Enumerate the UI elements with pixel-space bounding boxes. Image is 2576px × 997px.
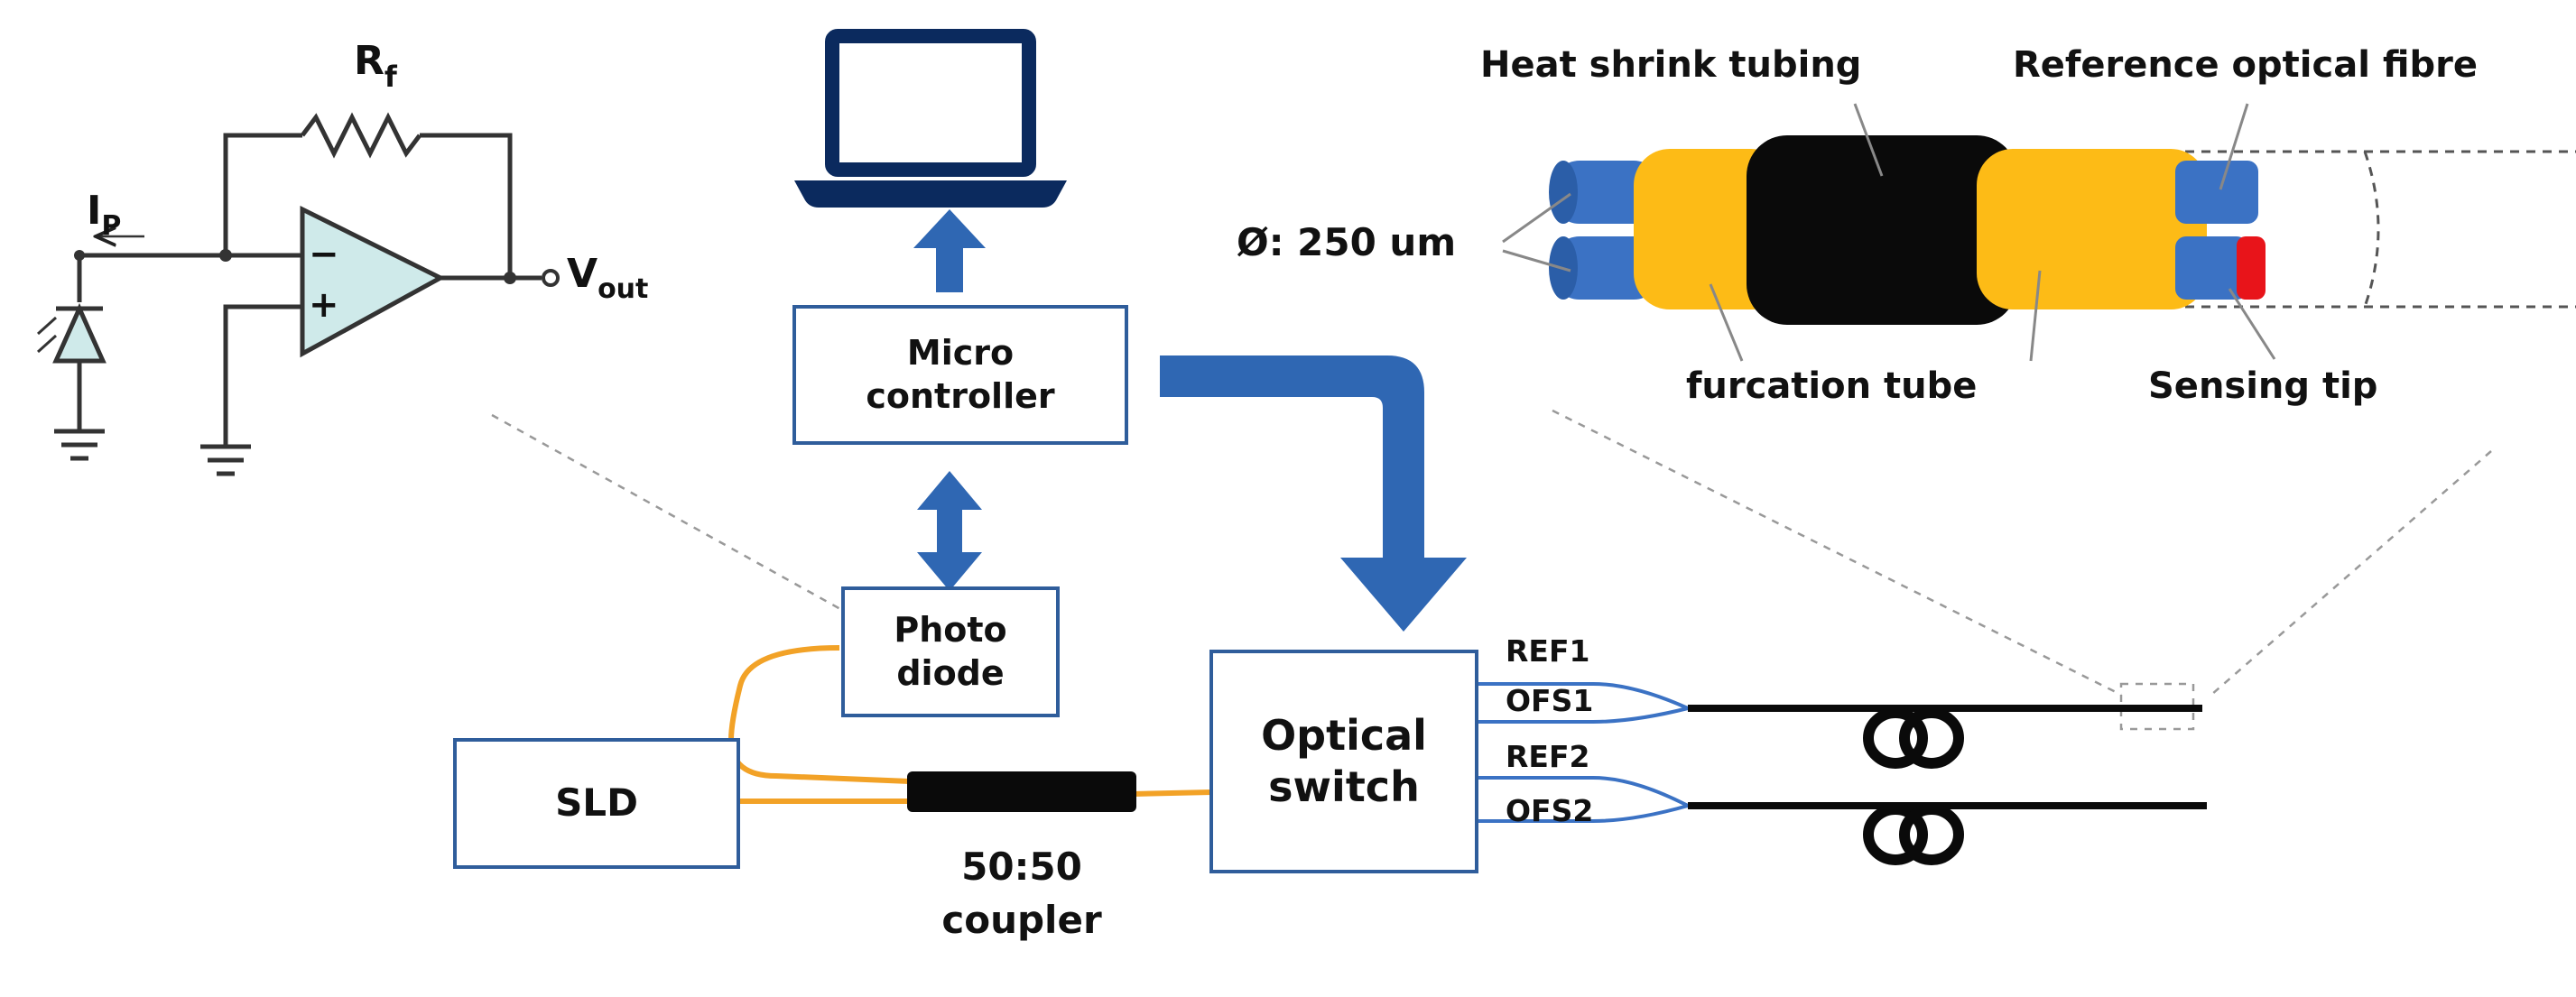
- fibre-top-right: [2175, 161, 2258, 224]
- ground-left: [54, 429, 105, 461]
- fibre-bottom-right: [2175, 236, 2247, 300]
- optical-switch-box: Optical switch: [1209, 650, 1478, 873]
- fiber-ref1: [1476, 682, 1689, 710]
- leader-probe-left: [1552, 409, 2122, 697]
- resistor-rf: [301, 112, 422, 159]
- sensing-tip-red: [2237, 236, 2266, 300]
- photodiode-label-line1: Photo: [894, 610, 1007, 650]
- callout-furcation-2: [2029, 270, 2042, 362]
- fiber-ofs2: [1476, 804, 1689, 823]
- opamp-minus-sign: −: [309, 234, 339, 275]
- fiber-ref2: [1476, 776, 1689, 808]
- leader-photodiode: [491, 413, 849, 615]
- output-terminal: [542, 269, 560, 287]
- arrow-mcu-to-switch: [1160, 355, 1467, 632]
- microcontroller-label-line2: controller: [866, 375, 1055, 416]
- opamp: [300, 205, 446, 358]
- channel-ref1: REF1: [1506, 633, 1590, 669]
- photodiode-box: Photo diode: [841, 586, 1060, 717]
- callout-reference: [2219, 103, 2249, 190]
- callout-heat-shrink: [1853, 103, 1884, 177]
- channel-ofs2: OFS2: [1506, 793, 1594, 828]
- coupler-body: [907, 771, 1136, 812]
- microcontroller-label-line1: Micro: [906, 333, 1015, 373]
- optical-switch-label-line1: Optical: [1261, 710, 1427, 760]
- laptop-icon: [794, 29, 1067, 208]
- heat-shrink-tubing: [1747, 135, 2017, 325]
- laptop-base: [794, 180, 1067, 208]
- laptop-screen: [825, 29, 1036, 177]
- fiber-photodiode-to-coupler: [727, 645, 911, 784]
- sld-box: SLD: [453, 738, 740, 869]
- circuit: [36, 112, 560, 476]
- callout-diameter-top: [1502, 192, 1571, 244]
- coupler-label-line2: coupler: [941, 897, 1102, 942]
- probe-detail-box: [2119, 682, 2195, 731]
- junction-1: [219, 249, 232, 262]
- ground-right: [200, 444, 251, 476]
- junction-2: [504, 272, 516, 284]
- photodiode-symbol: [52, 302, 107, 364]
- callout-sensing: [2228, 288, 2276, 360]
- channel-ref2: REF2: [1506, 739, 1590, 774]
- fiber-coil-2: [1863, 804, 1964, 865]
- label-ip: IP: [87, 188, 122, 242]
- switch-outputs: [1476, 682, 1689, 823]
- leader-lines: [491, 409, 2492, 731]
- leader-probe-right: [2210, 450, 2492, 696]
- label-heat-shrink: Heat shrink tubing: [1480, 44, 1862, 86]
- arrow-mcu-to-laptop: [913, 209, 986, 292]
- microcontroller-box: Micro controller: [792, 305, 1128, 445]
- label-sensing-tip: Sensing tip: [2148, 365, 2378, 407]
- coupler-label-line1: 50:50: [961, 845, 1082, 889]
- light-arrow-2: [36, 334, 58, 354]
- feedback-wire-right: [420, 133, 513, 278]
- photodiode-label-line2: diode: [896, 652, 1005, 693]
- sld-label: SLD: [555, 780, 638, 826]
- opamp-plus-sign: +: [309, 284, 339, 326]
- label-rf: Rf: [354, 38, 397, 94]
- output-fibers: [1688, 705, 2207, 865]
- probe-callouts: [1502, 103, 2276, 362]
- probe-detail: [1502, 103, 2576, 362]
- light-arrow-1: [36, 316, 58, 336]
- arrow-mcu-photodiode: [917, 471, 982, 591]
- data-arrows: [913, 209, 1467, 632]
- callout-diameter-bottom: [1502, 249, 1571, 272]
- channel-ofs1: OFS1: [1506, 683, 1594, 718]
- label-furcation-tube: furcation tube: [1686, 365, 1978, 407]
- label-diameter: Ø: 250 um: [1237, 220, 1457, 264]
- label-vout: Vout: [567, 251, 649, 305]
- callout-furcation: [1709, 283, 1744, 362]
- probe-outline-end: [2363, 151, 2380, 308]
- optical-switch-label-line2: switch: [1268, 762, 1420, 811]
- feedback-wire: [223, 133, 302, 255]
- label-reference-fibre: Reference optical fibre: [2013, 44, 2478, 86]
- fiber-ofs1: [1476, 706, 1689, 724]
- coupler-label: 50:50 coupler: [931, 841, 1112, 947]
- noninverting-input-wire: [223, 304, 302, 447]
- fiber-coupler-to-switch: [1132, 789, 1212, 797]
- fibers: [727, 645, 1212, 804]
- fibre-top-left-end: [1549, 161, 1578, 224]
- fiber-coil-1: [1863, 707, 1964, 769]
- furcation-tube-right: [1977, 149, 2207, 309]
- junction-3: [74, 250, 85, 261]
